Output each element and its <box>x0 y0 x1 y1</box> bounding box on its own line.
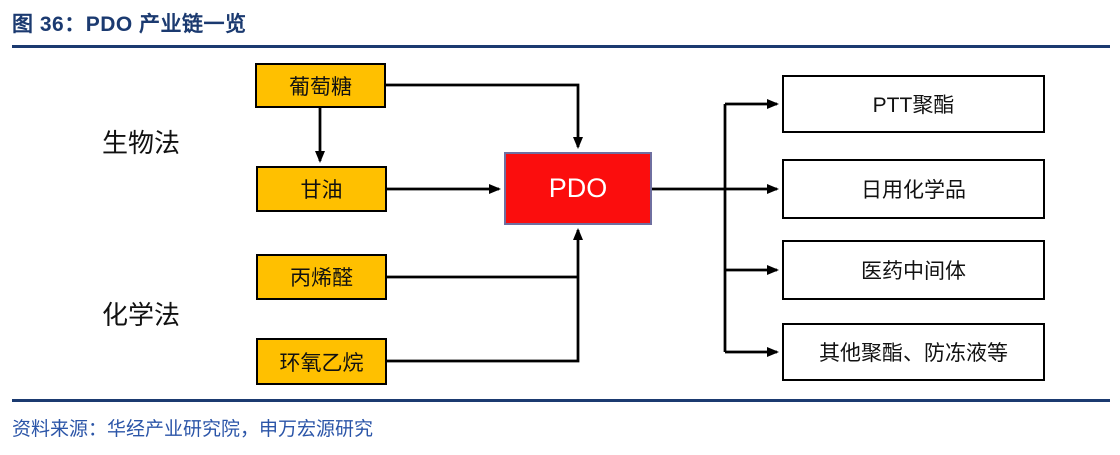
source-divider-line <box>12 399 1110 402</box>
node-glycerol: 甘油 <box>256 166 387 212</box>
arrow-ethylene-oxide-to-pdo <box>387 228 583 363</box>
arrow-glucose-to-pdo <box>386 83 583 149</box>
node-other-polyester-antifreeze: 其他聚酯、防冻液等 <box>782 323 1045 381</box>
node-daily-chemicals: 日用化学品 <box>782 159 1045 219</box>
node-acrolein: 丙烯醛 <box>256 254 387 300</box>
node-pharma-intermediates: 医药中间体 <box>782 240 1045 300</box>
node-ptt-polyester: PTT聚酯 <box>782 75 1045 133</box>
figure-source: 资料来源：华经产业研究院，申万宏源研究 <box>12 419 374 440</box>
node-pdo: PDO <box>504 152 652 225</box>
label-chemical-method: 化学法 <box>101 300 180 330</box>
node-glucose: 葡萄糖 <box>255 63 386 108</box>
figure-title: 图 36：PDO 产业链一览 <box>12 13 247 36</box>
label-biological-method: 生物法 <box>101 128 180 158</box>
title-divider-line <box>12 45 1110 48</box>
node-ethylene-oxide: 环氧乙烷 <box>256 338 387 385</box>
